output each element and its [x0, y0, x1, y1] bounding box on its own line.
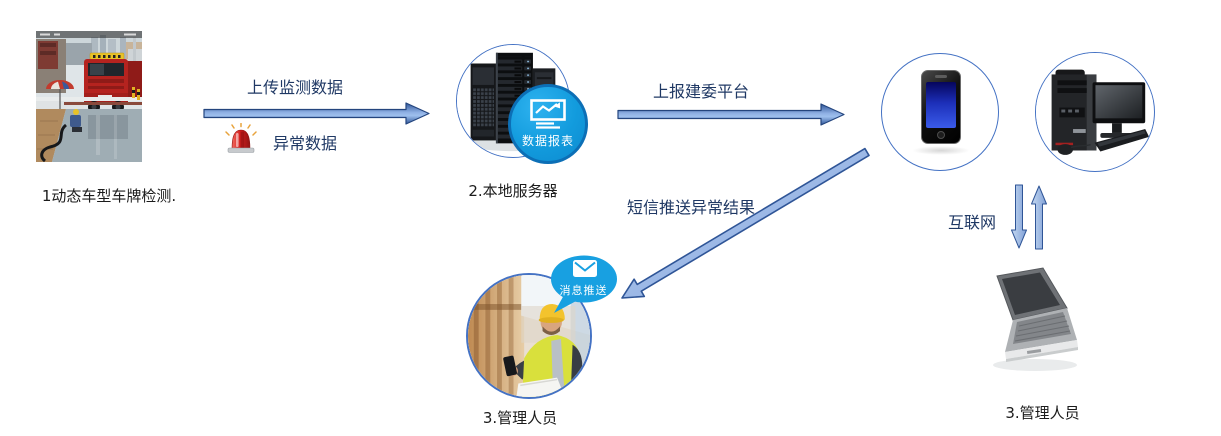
alarm-icon — [225, 123, 257, 153]
phone-shadow — [912, 146, 970, 155]
truck-checkpoint-photo — [36, 31, 142, 162]
caption-manager-node: 3.管理人员 — [482, 409, 558, 427]
phone-home-button — [937, 131, 945, 139]
site-manager-photo — [468, 275, 590, 397]
caption-laptop-manager-node: 3.管理人员 — [1005, 404, 1080, 422]
label-report-platform: 上报建委平台 — [653, 82, 750, 101]
arrow-down — [1011, 184, 1027, 249]
envelope-icon — [573, 260, 597, 277]
label-sms-push: 短信推送异常结果 — [627, 198, 756, 217]
chart-report-icon — [530, 99, 566, 129]
label-abnormal-data: 异常数据 — [273, 134, 338, 153]
speech-bubble — [551, 255, 617, 313]
laptop-image — [993, 267, 1078, 371]
desktop-computer-image — [1036, 53, 1153, 170]
arrow-report-platform — [617, 103, 845, 126]
phone-speaker — [935, 75, 947, 78]
message-push-badge: 消息推送 — [550, 255, 620, 317]
message-push-badge-label: 消息推送 — [559, 284, 608, 297]
arrow-up — [1031, 185, 1047, 250]
phone-screen — [926, 82, 956, 128]
data-report-badge-label: 数据报表 — [521, 134, 574, 148]
label-internet: 互联网 — [948, 213, 997, 232]
caption-server-node: 2.本地服务器 — [468, 182, 558, 200]
desktop-node-circle — [1035, 52, 1155, 172]
caption-camera-node: 1动态车型车牌检测. — [41, 187, 177, 205]
arrow-upload-data — [203, 102, 430, 125]
data-report-badge: 数据报表 — [508, 84, 588, 164]
smartphone-node-circle — [881, 53, 999, 171]
label-upload-data: 上传监测数据 — [247, 78, 344, 97]
manager-node-circle — [466, 273, 592, 399]
phone-body — [921, 70, 961, 144]
arrow-sms-push — [621, 147, 870, 299]
